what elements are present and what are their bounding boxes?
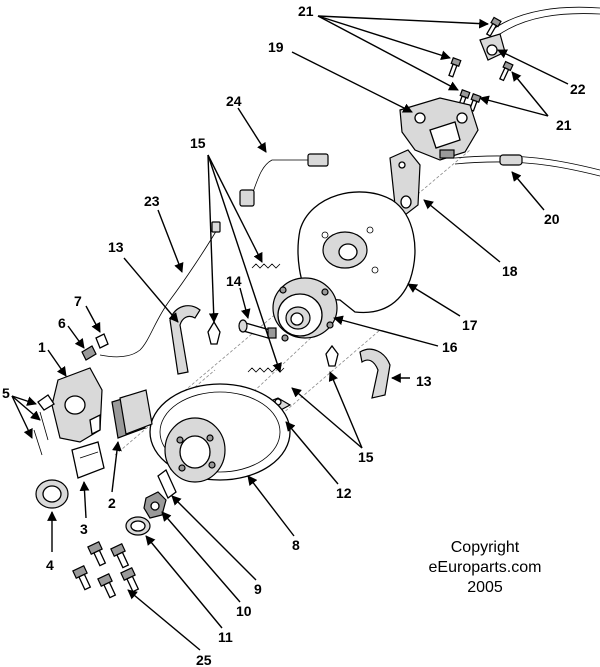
part-label-15: 15 [190, 135, 206, 151]
bleeder-screw [81, 345, 97, 361]
dust-shield [297, 191, 416, 314]
part-label-5: 5 [2, 385, 10, 401]
part-label-22: 22 [570, 81, 586, 97]
brake-caliper [51, 367, 103, 443]
part-label-21: 21 [298, 3, 314, 19]
part-label-17: 17 [462, 317, 478, 333]
part-label-11: 11 [218, 629, 233, 645]
wheel-bolts [72, 541, 140, 599]
part-label-7: 7 [74, 293, 82, 309]
part-label-9: 9 [254, 581, 262, 597]
copyright-year: 2005 [467, 579, 503, 596]
copyright-notice: Copyright eEuroparts.com 2005 [400, 538, 570, 598]
bleeder-cap [95, 333, 109, 349]
adjuster-pin [238, 319, 277, 339]
brake-disc [149, 383, 291, 483]
part-label-23: 23 [144, 193, 160, 209]
part-label-13: 13 [108, 239, 124, 255]
part-label-12: 12 [336, 485, 352, 501]
part-label-21: 21 [556, 117, 572, 133]
copyright-site: eEuroparts.com [428, 559, 542, 576]
part-labels: 21 22 21 19 24 15 23 13 14 7 6 1 5 2 3 4… [2, 3, 586, 667]
parking-brake-shoes [169, 305, 391, 399]
part-label-10: 10 [236, 603, 252, 619]
brake-hose [239, 153, 329, 207]
cable-end-fitting [479, 33, 506, 61]
wheel-stud [157, 468, 177, 500]
brake-pads [111, 389, 153, 439]
part-label-24: 24 [226, 93, 242, 109]
parking-brake-bracket [399, 97, 479, 161]
pad-retaining-clip [71, 441, 105, 479]
part-label-14: 14 [226, 273, 242, 289]
part-label-8: 8 [292, 537, 300, 553]
caliper-guide-pins [33, 394, 55, 456]
parking-brake-cable [454, 6, 600, 177]
wheel-hub-bearing [272, 277, 338, 342]
part-label-25: 25 [196, 652, 212, 667]
part-label-20: 20 [544, 211, 560, 227]
part-label-18: 18 [502, 263, 518, 279]
part-label-6: 6 [58, 315, 66, 331]
mounting-bolts [448, 16, 514, 112]
part-label-4: 4 [46, 557, 54, 573]
brake-line [99, 221, 221, 358]
part-label-3: 3 [80, 521, 88, 537]
part-label-1: 1 [38, 339, 46, 355]
hub-nut [143, 491, 167, 519]
brake-springs [207, 263, 339, 373]
dust-cap [125, 516, 151, 536]
part-label-13: 13 [416, 373, 432, 389]
part-label-2: 2 [108, 495, 116, 511]
copyright-line: Copyright [450, 539, 520, 556]
part-label-16: 16 [442, 339, 458, 355]
part-label-15: 15 [358, 449, 374, 465]
leader-lines [11, 15, 569, 651]
caliper-boot [35, 479, 69, 509]
part-label-19: 19 [268, 39, 284, 55]
